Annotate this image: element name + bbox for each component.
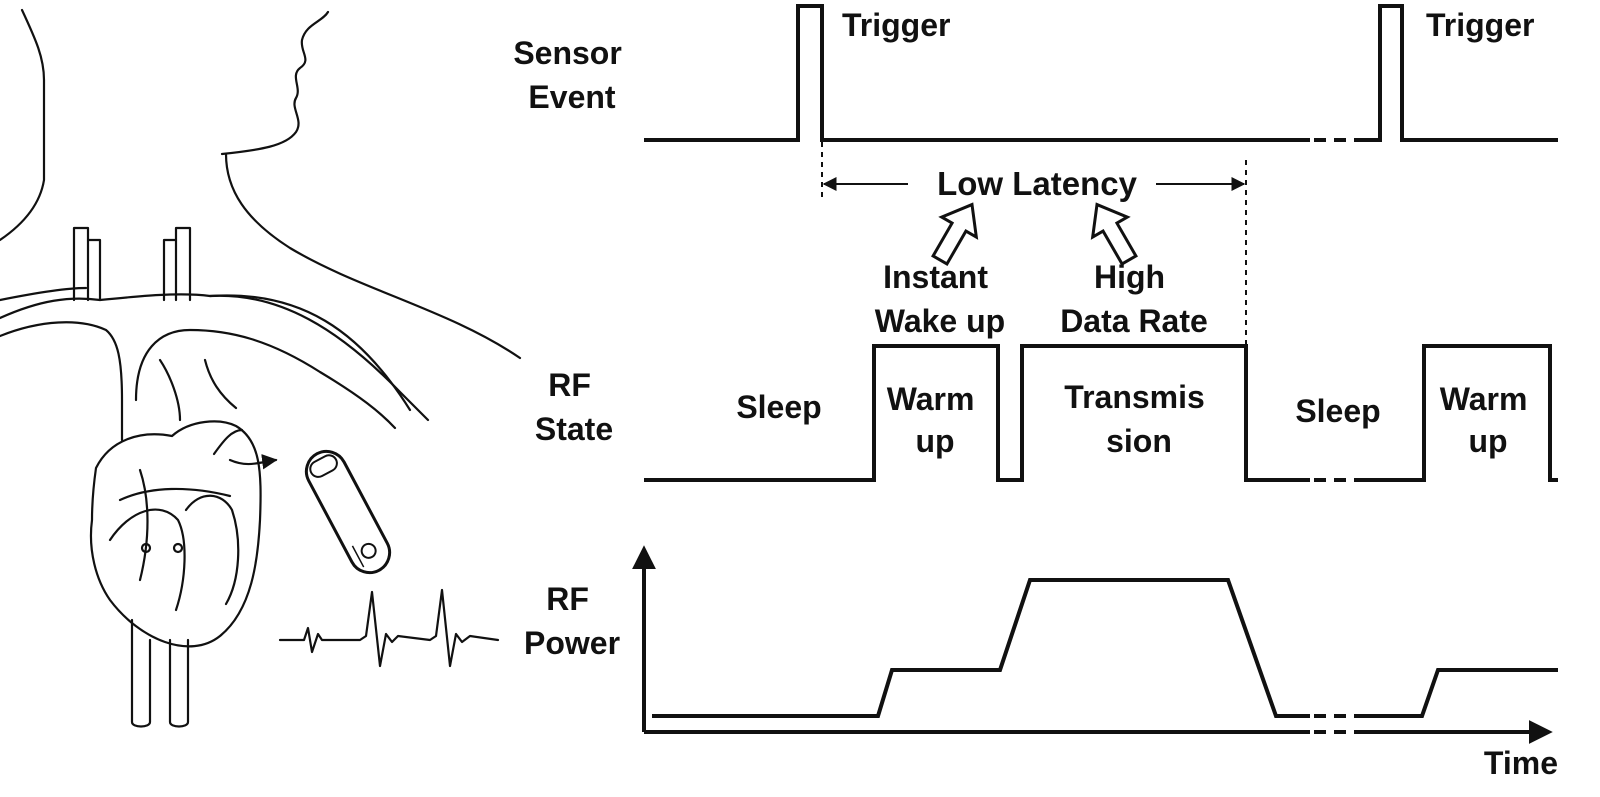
pulmonary-vessel xyxy=(212,428,244,456)
descending-vessel-1 xyxy=(130,618,152,728)
time-axis-label: Time xyxy=(1484,745,1558,781)
trigger-label-2: Trigger xyxy=(1426,7,1534,43)
aortic-arch-inner xyxy=(0,321,124,442)
rf-power-seg-1 xyxy=(652,578,1310,718)
arch-branch xyxy=(158,358,182,422)
neck-left-outline xyxy=(0,8,46,242)
rf-state-label: RF State xyxy=(535,367,613,447)
descending-vessel-2 xyxy=(168,638,190,728)
state-transmission: Transmis sion xyxy=(1064,379,1213,459)
arch-inner-2 xyxy=(134,328,397,430)
sensor-event-waveform xyxy=(644,4,1558,142)
data-rate-arrow-icon xyxy=(1090,202,1138,267)
arch-branch-2 xyxy=(203,358,238,410)
state-warm-up-2: Warm up xyxy=(1440,381,1537,459)
instant-wake-up-label: Instant Wake up xyxy=(875,259,1005,339)
trigger-label-1: Trigger xyxy=(842,7,950,43)
high-data-rate-label: High Data Rate xyxy=(1060,259,1208,339)
ecg-trace-icon xyxy=(278,588,500,668)
rf-power-waveform xyxy=(652,578,1558,718)
state-sleep-2: Sleep xyxy=(1295,393,1380,429)
rf-state-seg-2 xyxy=(1358,344,1558,482)
heart-outline xyxy=(89,420,262,648)
sensor-wave-seg-2 xyxy=(1358,4,1558,142)
right-carotid xyxy=(174,226,192,302)
implant-device-icon xyxy=(304,449,392,575)
rf-state-waveform xyxy=(644,344,1558,482)
heart-inner-curve xyxy=(138,468,149,582)
heart-valve-dot-2 xyxy=(172,542,184,554)
rf-power-seg-2 xyxy=(1358,668,1558,718)
carotid-inner-right xyxy=(162,238,178,302)
wake-up-arrow-icon xyxy=(931,202,979,267)
face-profile-outline xyxy=(220,10,330,156)
state-warm-up-1: Warm up xyxy=(887,381,984,459)
sensor-event-label: Sensor Event xyxy=(513,35,630,115)
shoulder-left-outline xyxy=(0,286,88,302)
rf-power-label: RF Power xyxy=(524,581,620,661)
heart-chamber-right xyxy=(184,494,240,606)
heart-valve-dot-1 xyxy=(140,542,152,554)
heart-chamber-left xyxy=(108,508,186,612)
subclavian-right xyxy=(208,294,412,412)
anatomy-illustration-icon xyxy=(0,8,522,728)
state-sleep-1: Sleep xyxy=(736,389,821,425)
heart-arrow-line xyxy=(228,454,278,470)
carotid-inner-left xyxy=(86,238,102,302)
heart-valve-line xyxy=(118,487,232,502)
rf-state-seg-1 xyxy=(644,344,1310,482)
aortic-arch-outer xyxy=(0,293,430,422)
low-latency-label: Low Latency xyxy=(937,165,1138,202)
rf-power-axes xyxy=(632,545,1553,744)
sensor-wave-seg-1 xyxy=(644,4,1310,142)
neck-right-outline xyxy=(224,152,522,360)
